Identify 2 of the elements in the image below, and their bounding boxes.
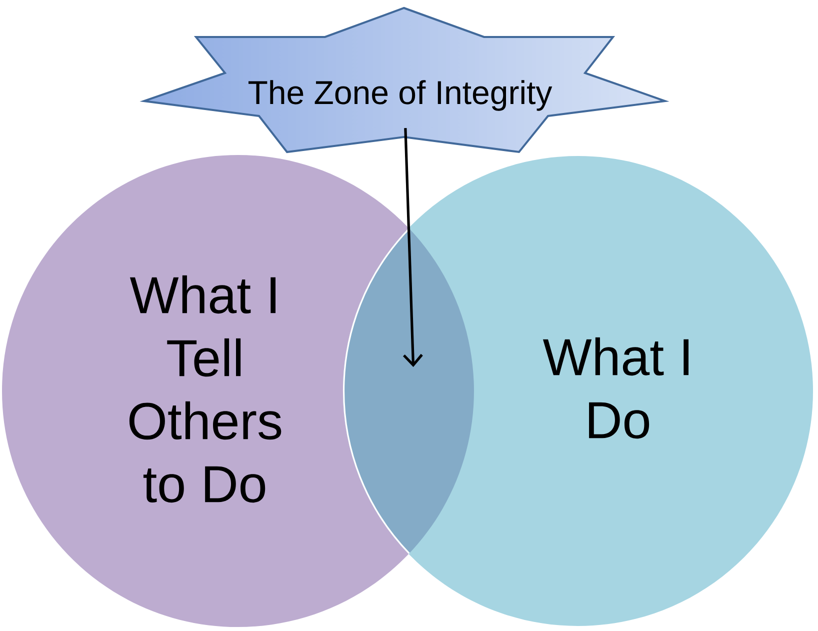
arrow <box>402 128 423 367</box>
overlap-region <box>343 228 474 554</box>
